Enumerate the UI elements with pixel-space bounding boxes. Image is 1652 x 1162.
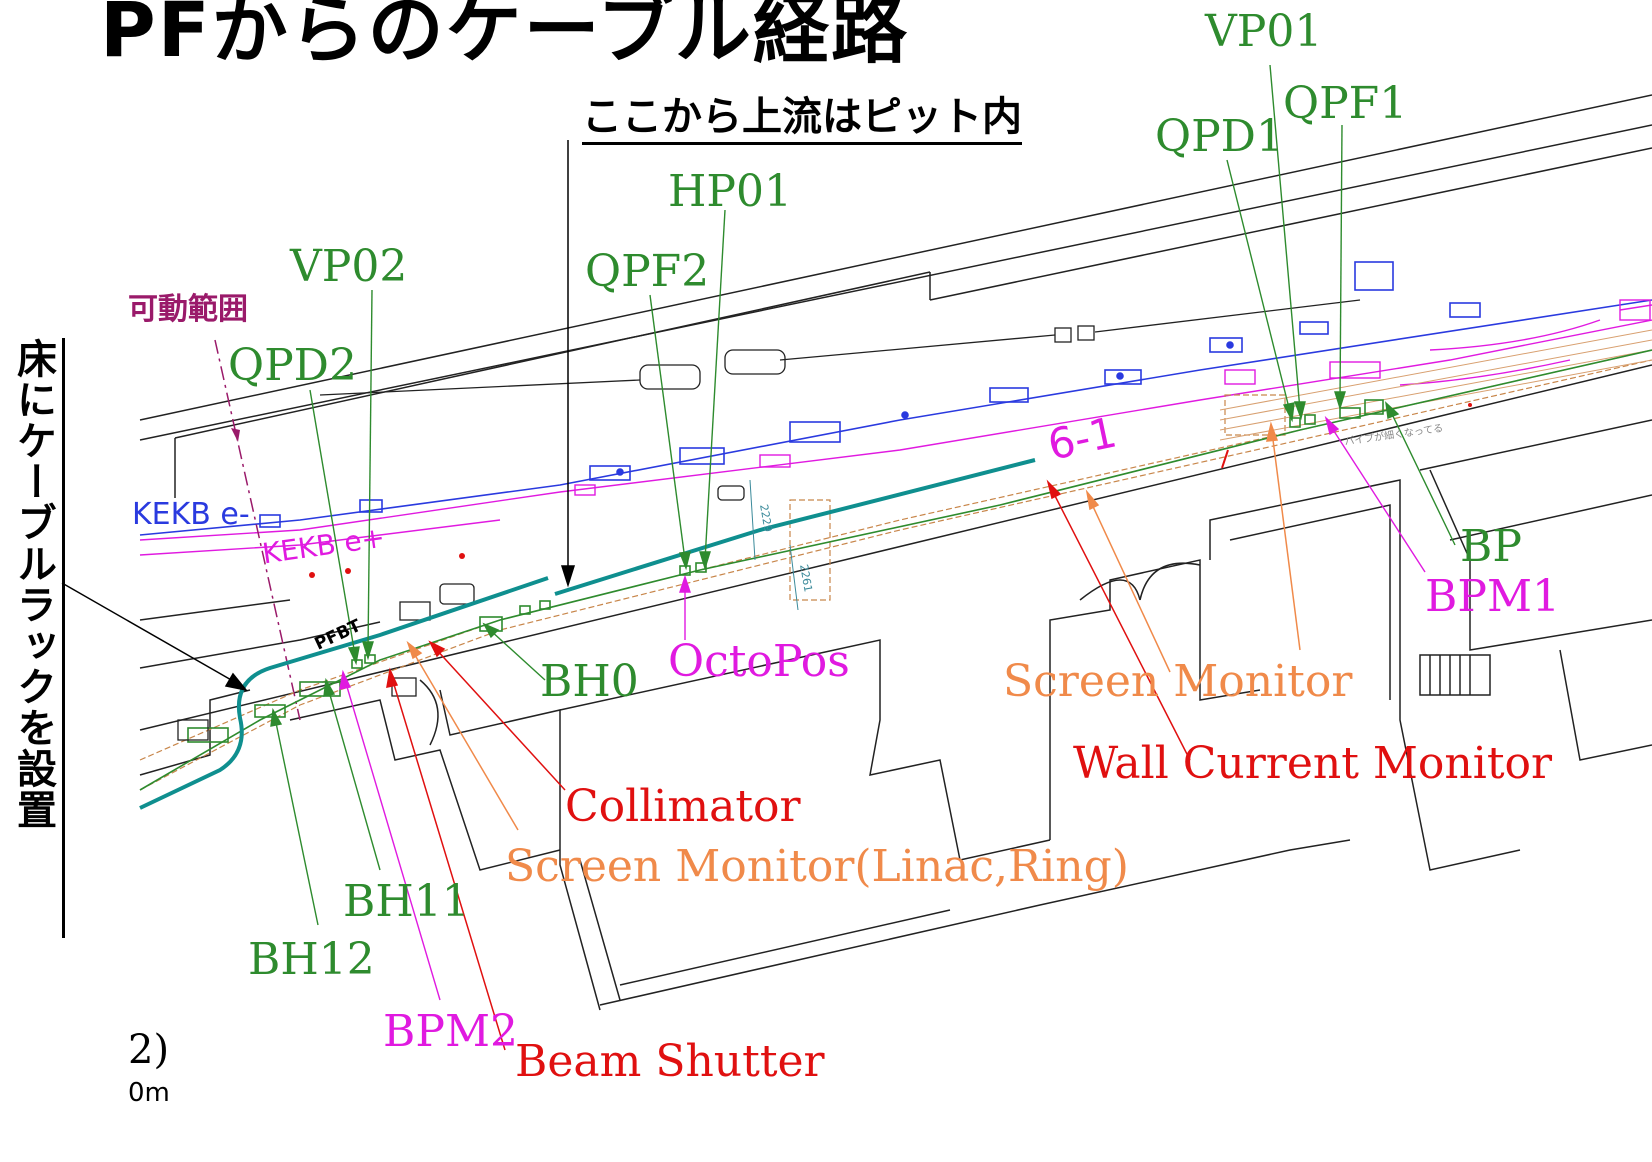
- label-bh12: BH12: [248, 934, 375, 985]
- green-leaders: [270, 64, 1456, 926]
- kekb-electron-line: [139, 261, 1652, 536]
- magenta-leaders: [339, 415, 1426, 1001]
- label-collimator: Collimator: [565, 781, 801, 832]
- label-screen-monitor: Screen Monitor: [1003, 656, 1353, 707]
- pipe-note: パイプが細くなってる: [1344, 421, 1444, 448]
- dimension-label-1: 2229: [757, 503, 775, 533]
- label-octopos: OctoPos: [668, 636, 850, 687]
- red-leaders: [386, 479, 1191, 1051]
- label-qpd1: QPD1: [1155, 111, 1284, 162]
- label-wall-current-monitor: Wall Current Monitor: [1073, 738, 1553, 789]
- label-beam-shutter: Beam Shutter: [515, 1036, 825, 1087]
- cable-route-upstream: [554, 458, 1036, 596]
- label-hp01: HP01: [668, 166, 792, 217]
- label-bpm1: BPM1: [1425, 571, 1560, 622]
- scale-paren: 2): [128, 1027, 170, 1073]
- red-markers: [309, 403, 1472, 578]
- building-walls: [139, 94, 1652, 1011]
- page-title: PFからのケーブル経路: [100, 0, 910, 74]
- dimension-lines: [749, 479, 799, 611]
- label-movable-range: 可動範囲: [128, 292, 248, 327]
- label-bh0: BH0: [540, 656, 639, 707]
- beamline-equipment: [177, 299, 1361, 741]
- annotation-arrows: [61, 140, 576, 692]
- label-kekb-eminus: KEKB e-: [132, 497, 250, 532]
- cable-rack-note-text: 床にケーブルラックを設置: [10, 338, 56, 830]
- label-bh11: BH11: [343, 876, 470, 927]
- label-vp02: VP02: [290, 241, 408, 292]
- kekb-positron-line: [139, 299, 1652, 556]
- movable-range-arrow-icon: [231, 428, 240, 442]
- dimension-label-2: 2261: [797, 563, 815, 593]
- pf-transport-line: [139, 349, 1652, 791]
- label-qpd2: QPD2: [228, 340, 357, 391]
- label-vp01: VP01: [1205, 6, 1323, 57]
- cable-rack-note: 床にケーブルラックを設置: [4, 338, 65, 938]
- label-qpf2: QPF2: [585, 246, 710, 297]
- label-bp: BP: [1460, 521, 1522, 572]
- label-qpf1: QPF1: [1283, 78, 1408, 129]
- scale-unit: 0m: [128, 1078, 170, 1108]
- orange-leaders: [406, 421, 1301, 831]
- pf-beamline: [139, 349, 1652, 791]
- upstream-pit-note: ここから上流はピット内: [582, 84, 1022, 145]
- cable-route: [139, 576, 549, 810]
- label-screen-monitor-linac-ring: Screen Monitor(Linac,Ring): [505, 841, 1129, 892]
- label-bpm2: BPM2: [383, 1006, 518, 1057]
- movable-range-line: [214, 339, 301, 721]
